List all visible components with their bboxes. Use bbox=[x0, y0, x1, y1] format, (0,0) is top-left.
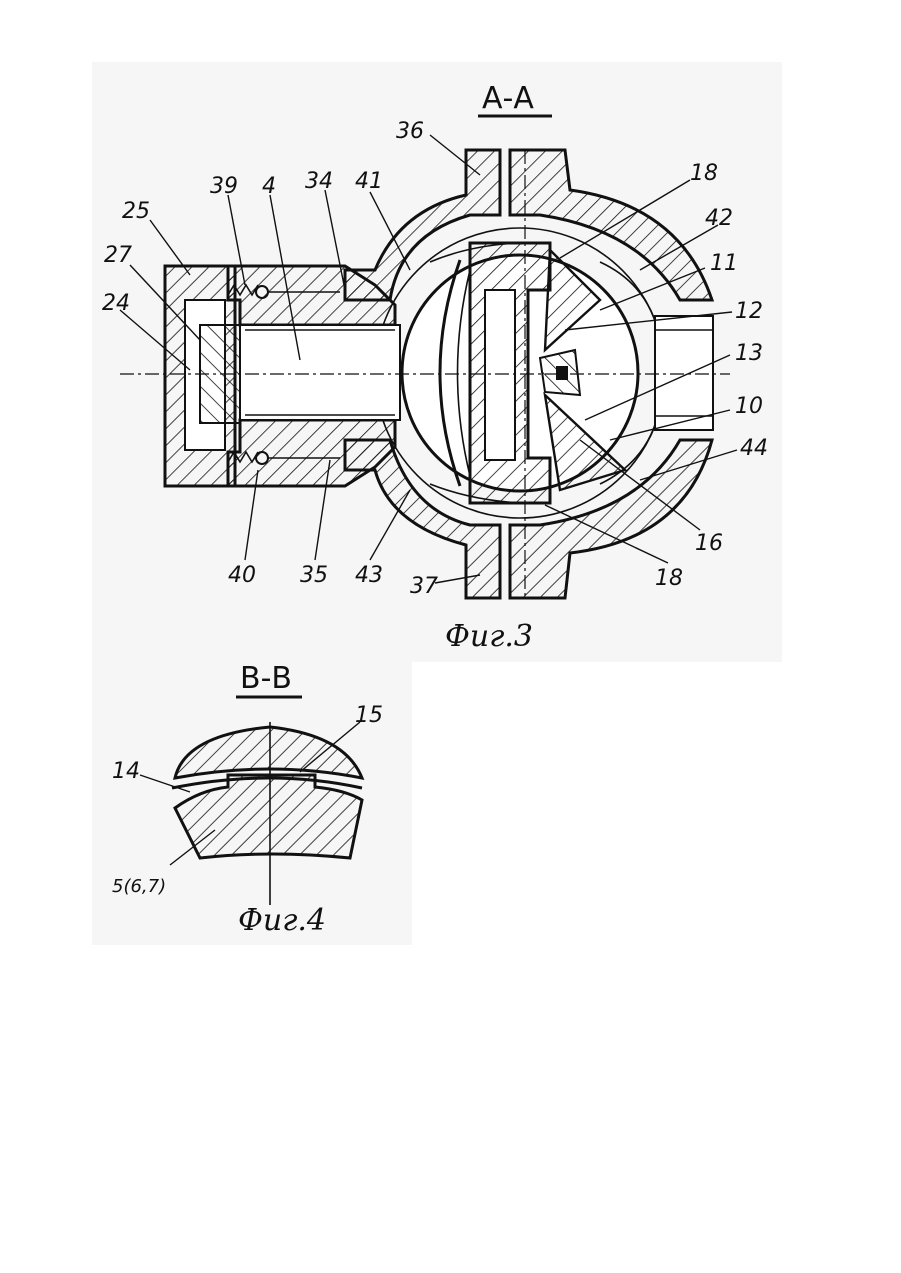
label-25: 25 bbox=[122, 199, 150, 224]
outlet-port bbox=[655, 316, 713, 430]
label-24: 24 bbox=[102, 291, 130, 316]
label-18-bottom: 18 bbox=[655, 566, 683, 591]
label-4: 4 bbox=[262, 174, 276, 199]
piston-4 bbox=[240, 325, 400, 420]
lower-wall-35 bbox=[228, 420, 395, 486]
figure3-section-title: А-А bbox=[482, 81, 534, 116]
label-34: 34 bbox=[305, 169, 333, 194]
label-15: 15 bbox=[355, 703, 383, 728]
figure3-caption: Фиг.3 bbox=[445, 619, 533, 654]
label-13: 13 bbox=[735, 341, 763, 366]
label-14: 14 bbox=[112, 759, 140, 784]
label-40: 40 bbox=[228, 563, 256, 588]
label-16: 16 bbox=[695, 531, 723, 556]
figure3: А-А bbox=[102, 81, 768, 654]
segment-5 bbox=[175, 775, 362, 858]
label-44: 44 bbox=[740, 436, 768, 461]
label-35: 35 bbox=[300, 563, 328, 588]
figure4: В-В 15 14 5(6,7) Фиг.4 bbox=[112, 661, 383, 938]
label-43: 43 bbox=[355, 563, 383, 588]
figure4-section-title: В-В bbox=[240, 661, 292, 696]
figure4-caption: Фиг.4 bbox=[238, 903, 326, 938]
label-42: 42 bbox=[705, 206, 733, 231]
shoe-14 bbox=[175, 727, 362, 778]
label-11: 11 bbox=[710, 251, 738, 276]
label-37: 37 bbox=[410, 574, 438, 599]
cylinder-body bbox=[165, 266, 400, 486]
label-12: 12 bbox=[735, 299, 763, 324]
label-41: 41 bbox=[355, 169, 383, 194]
label-10: 10 bbox=[735, 394, 763, 419]
label-39: 39 bbox=[210, 174, 238, 199]
label-27: 27 bbox=[104, 243, 132, 268]
pin-13 bbox=[556, 366, 568, 380]
label-36: 36 bbox=[396, 119, 424, 144]
label-18-top: 18 bbox=[690, 161, 718, 186]
label-5-6-7: 5(6,7) bbox=[112, 876, 166, 897]
